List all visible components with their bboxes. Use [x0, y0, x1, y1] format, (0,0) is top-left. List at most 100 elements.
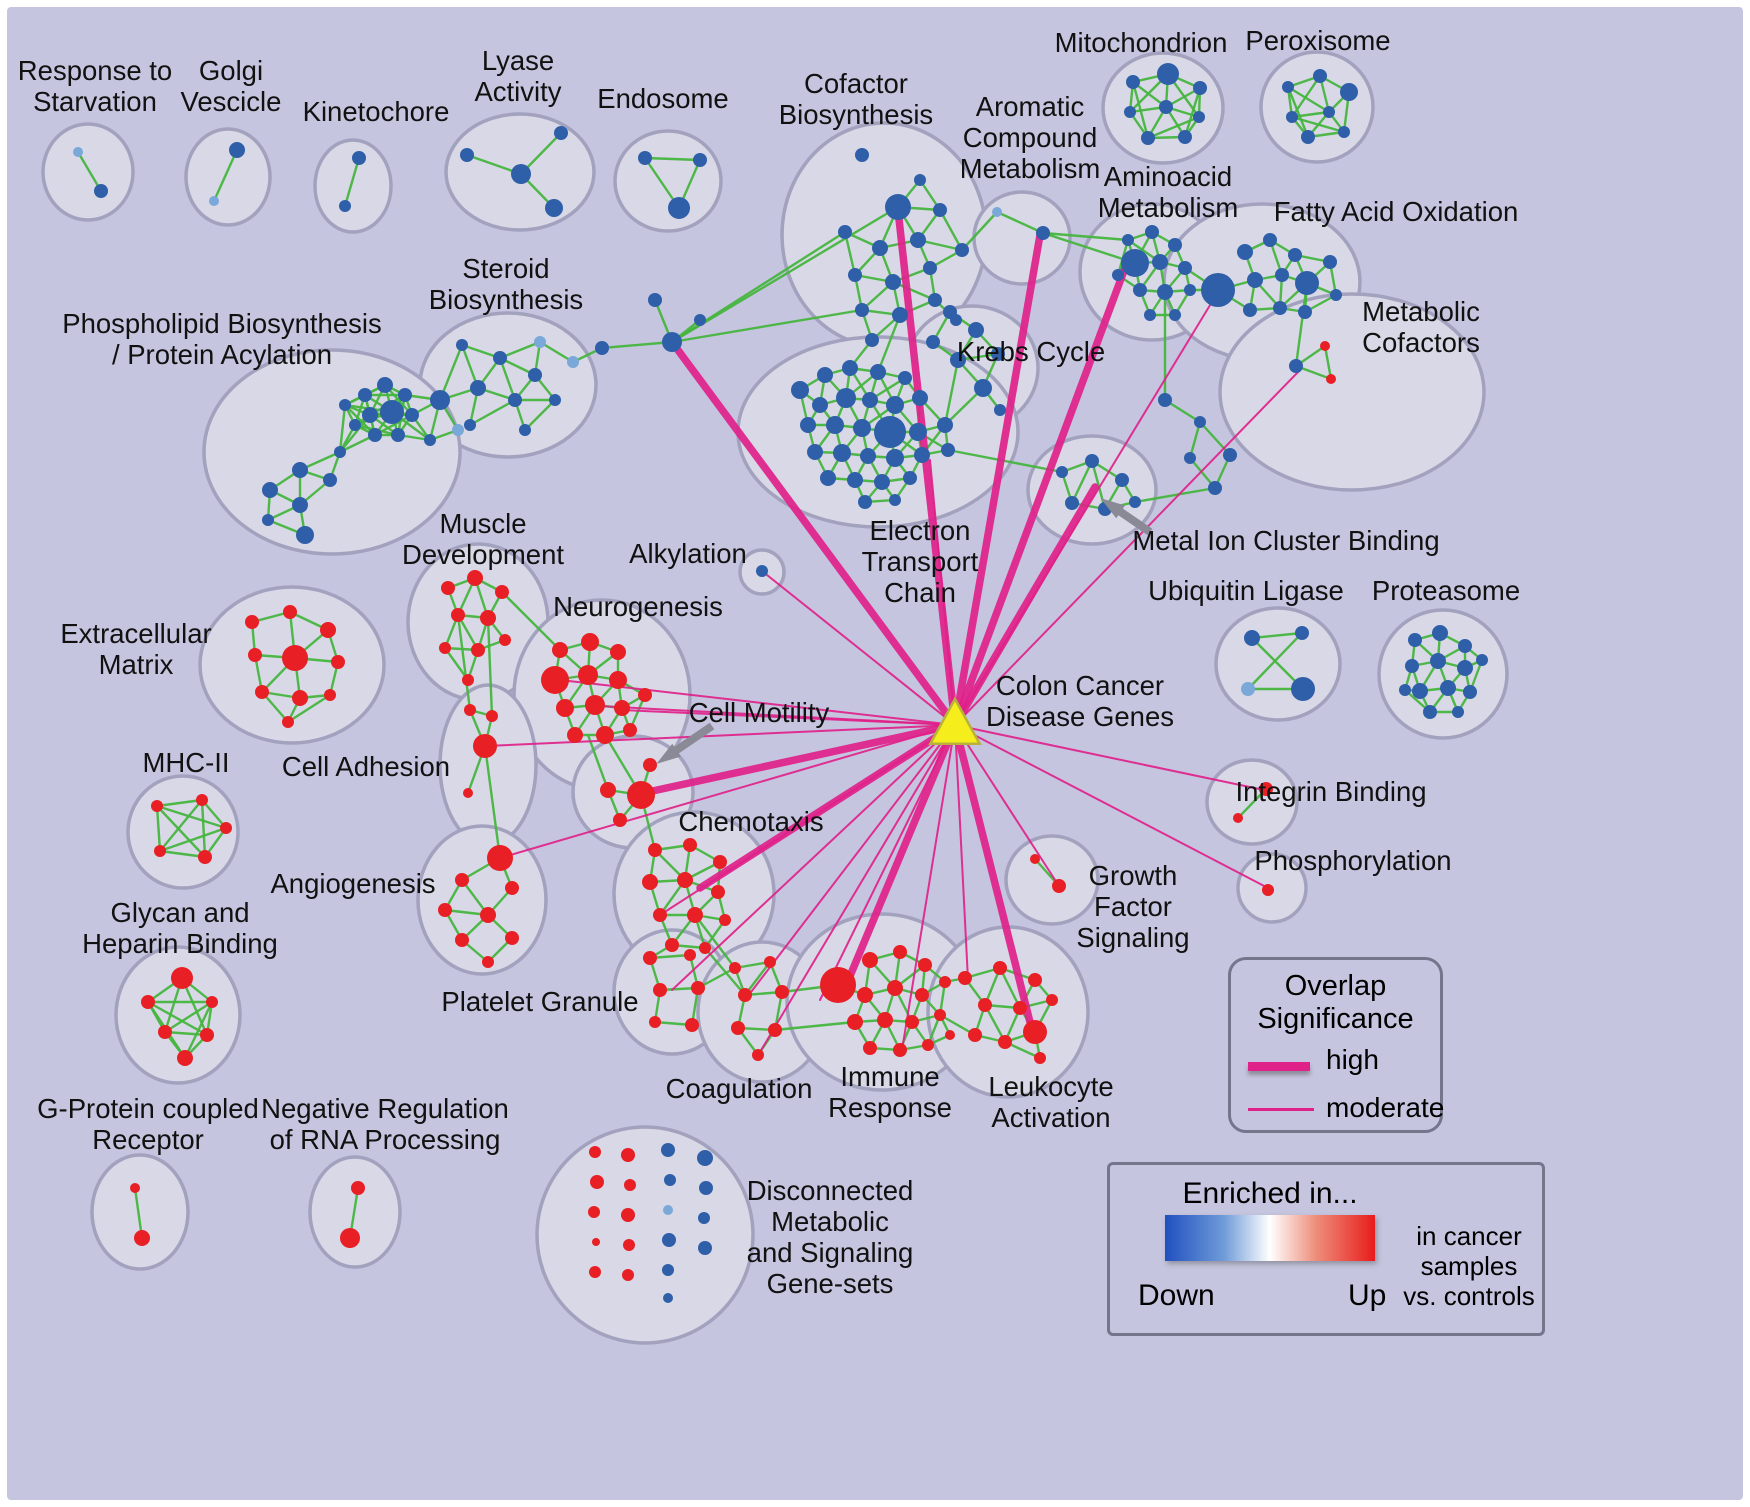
gene-set-node — [282, 716, 294, 728]
gene-set-node — [1259, 782, 1273, 796]
gene-set-node — [928, 293, 942, 307]
gene-set-edge — [456, 614, 472, 711]
gene-set-edge — [498, 357, 517, 401]
gene-set-node — [1159, 100, 1173, 114]
enriched-note-line3: vs. controls — [1403, 1281, 1535, 1311]
cluster-label-cofactor-biosynthesis: Biosynthesis — [779, 99, 933, 130]
cell-motility-arrow-head — [656, 743, 681, 764]
metal-ion-cluster-binding-arrow-head — [1100, 498, 1125, 519]
gene-set-node — [462, 674, 474, 686]
gene-set-node — [610, 644, 626, 660]
gene-set-node — [441, 581, 455, 595]
gene-set-node — [482, 956, 494, 968]
gene-set-node — [292, 690, 308, 706]
gene-set-node — [768, 1023, 782, 1037]
cluster-label-electron-transport-chain: Transport — [862, 546, 979, 577]
gene-set-node — [324, 689, 336, 701]
gene-set-node — [683, 838, 697, 852]
gene-set-node — [643, 758, 657, 772]
gene-set-node — [698, 1241, 712, 1255]
gene-set-edge — [1294, 282, 1309, 367]
gene-set-node — [614, 700, 630, 716]
gene-set-node — [248, 648, 262, 662]
gene-set-node — [848, 268, 862, 282]
gene-set-node — [1208, 481, 1222, 495]
cluster-ellipse-metabolic-cofactors — [1218, 292, 1486, 492]
disease-genes-hub — [928, 696, 982, 745]
gene-set-node — [94, 184, 108, 198]
cluster-label-platelet-granule: Platelet Granule — [441, 986, 638, 1017]
moderate-significance-label: moderate — [1326, 1092, 1445, 1123]
cluster-ellipse-glycan-heparin-binding — [114, 945, 242, 1085]
gene-set-edge — [1134, 486, 1216, 504]
gene-set-node — [1476, 654, 1488, 666]
cluster-label-aminoacid-metabolism: Aminoacid — [1104, 161, 1232, 192]
gene-set-node — [1298, 305, 1312, 319]
gene-set-node — [729, 962, 741, 974]
overlap-edge-high — [644, 721, 959, 796]
gene-set-node — [668, 197, 690, 219]
gene-set-edge — [344, 404, 376, 436]
gene-set-node — [693, 153, 707, 167]
gene-set-node — [697, 1150, 713, 1166]
cluster-label-g-protein-coupled-receptor: Receptor — [92, 1124, 204, 1155]
gene-set-node — [534, 336, 546, 348]
cluster-label-steroid-biosynthesis: Steroid — [462, 253, 549, 284]
gene-set-node — [653, 983, 667, 997]
cluster-label-immune-response: Response — [828, 1092, 952, 1123]
gene-set-node — [886, 396, 904, 414]
gene-set-node — [1244, 630, 1260, 646]
enrichment-gradient — [1165, 1215, 1375, 1261]
gene-set-edge — [1291, 75, 1321, 118]
gene-set-node — [1282, 81, 1294, 93]
gene-set-node — [623, 723, 637, 737]
metal-ion-cluster-binding-arrow — [1114, 506, 1153, 536]
cluster-label-fatty-acid-oxidation: Fatty Acid Oxidation — [1274, 196, 1519, 227]
gene-set-node — [362, 407, 378, 423]
gene-set-node — [1158, 393, 1172, 407]
gene-set-node — [470, 380, 486, 396]
gene-set-node — [1326, 374, 1336, 384]
gene-set-edge — [524, 399, 556, 431]
cluster-label-cell-adhesion: Cell Adhesion — [282, 751, 450, 782]
gene-set-node — [1168, 238, 1182, 252]
gene-set-node — [368, 428, 382, 442]
gene-set-node — [820, 967, 856, 1003]
gene-set-node — [791, 381, 809, 399]
gene-set-node — [1030, 854, 1040, 864]
gene-set-node — [380, 400, 404, 424]
gene-set-node — [1036, 226, 1050, 240]
cluster-label-golgi-vescicle: Vescicle — [181, 86, 282, 117]
gene-set-node — [923, 261, 937, 275]
up-label: Up — [1348, 1279, 1387, 1312]
cluster-label-angiogenesis: Angiogenesis — [270, 868, 435, 899]
gene-set-node — [495, 585, 509, 599]
gene-set-node — [974, 379, 992, 397]
gene-set-edge — [998, 967, 1022, 1009]
gene-set-edge — [469, 398, 516, 427]
gene-set-node — [511, 164, 531, 184]
cluster-label-endosome: Endosome — [597, 83, 728, 114]
gene-set-edge — [164, 1000, 213, 1034]
cluster-label-mitochondrion: Mitochondrion — [1055, 27, 1228, 58]
gene-set-node — [1133, 283, 1147, 297]
gene-set-node — [158, 1025, 172, 1039]
cluster-label-neg-regulation-rna-processing: of RNA Processing — [270, 1124, 501, 1155]
gene-set-node — [623, 1239, 635, 1251]
gene-set-node — [663, 1205, 673, 1215]
overlap-edge-moderate — [621, 709, 956, 726]
gene-set-node — [1152, 254, 1168, 270]
hub-label: Disease Genes — [986, 701, 1174, 732]
gene-set-node — [855, 303, 869, 317]
gene-set-node — [1122, 234, 1134, 246]
gene-set-node — [958, 971, 972, 985]
gene-set-node — [860, 448, 876, 464]
gene-set-node — [171, 967, 193, 989]
gene-set-edge — [164, 1030, 208, 1037]
gene-set-node — [992, 207, 1002, 217]
gene-set-node — [154, 845, 166, 857]
high-significance-label: high — [1326, 1044, 1379, 1075]
cluster-label-disconnected-gene-sets: Metabolic — [771, 1206, 889, 1237]
overlap-edge-moderate — [659, 724, 956, 916]
gene-set-node — [220, 822, 232, 834]
